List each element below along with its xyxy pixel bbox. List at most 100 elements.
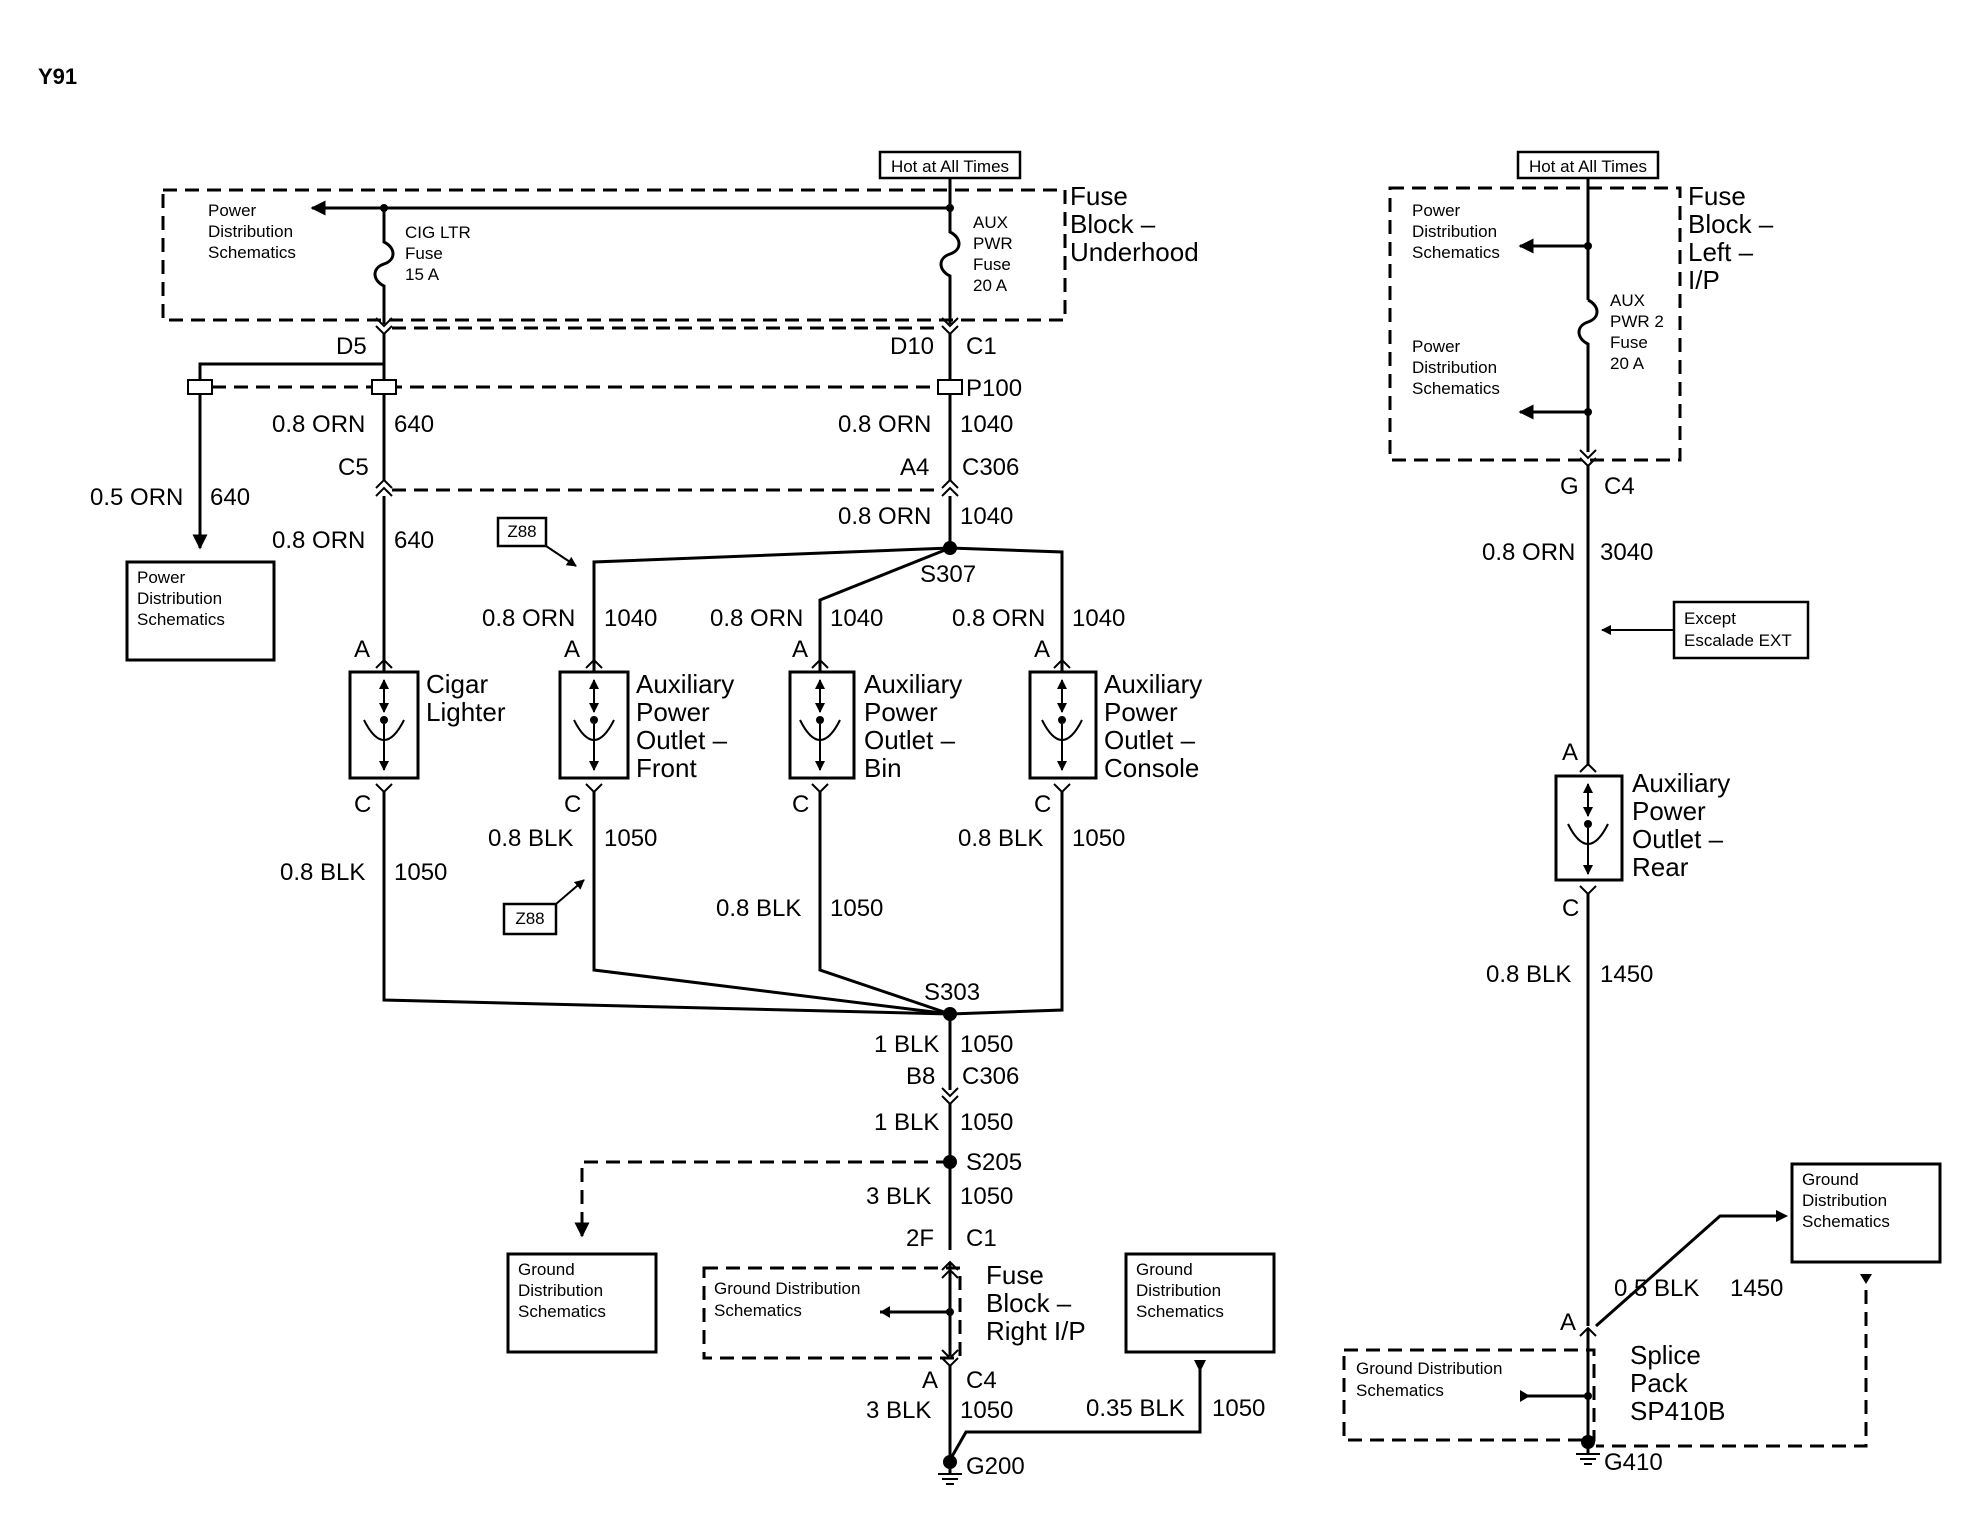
- splice-pack-stub-arrow: [1520, 1390, 1530, 1402]
- ground-far-right-dashed: [1596, 1290, 1868, 1448]
- connector-b8: [941, 1087, 959, 1106]
- wire-1050-console-circuit: 1050: [1072, 825, 1125, 852]
- wire-1040-circuit-1: 1040: [960, 411, 1013, 438]
- c1-label-top: C1: [966, 333, 997, 360]
- z88-label-top: Z88: [507, 522, 536, 541]
- wire-1blk-label-1: 1 BLK: [874, 1031, 939, 1058]
- g410-label: G410: [1604, 1449, 1663, 1476]
- cigar-lighter-device: [348, 658, 420, 794]
- wire-1050-bin: [818, 792, 951, 1016]
- fuse-block-underhood-box: [161, 188, 1067, 322]
- wire-640-circuit-2: 640: [394, 411, 434, 438]
- power-distribution-label-right-2: Power Distribution Schematics: [1412, 337, 1502, 398]
- b8-label: B8: [906, 1063, 935, 1090]
- c1-label-bottom: C1: [966, 1225, 997, 1252]
- pin-a-console: A: [1034, 636, 1050, 663]
- pin-g-label: G: [1560, 473, 1579, 500]
- pin-a-fuse-right: A: [922, 1367, 938, 1394]
- splice-pack-label: Splice Pack SP410B: [1630, 1340, 1725, 1426]
- wire-blk-bin-label: 0.8 BLK: [716, 895, 801, 922]
- pin-a-front: A: [564, 636, 580, 663]
- connector-g-c4: [1579, 449, 1597, 468]
- hot-at-all-times-tag-right: [1516, 150, 1660, 180]
- ground-distribution-inline-label-2: Ground Distribution Schematics: [1356, 1359, 1507, 1400]
- power-distribution-box-left-label: Power Distribution Schematics: [137, 568, 227, 629]
- cig-ltr-fuse-label: CIG LTR Fuse 15 A: [405, 223, 476, 284]
- wire-1050-main-circuit-2: 1050: [960, 1109, 1013, 1136]
- wire-1050-035blk: [948, 1360, 1202, 1461]
- wire-1040-front-circuit: 1040: [604, 605, 657, 632]
- wire-1050-front: [592, 792, 951, 1016]
- ground-symbol-g200: [938, 1473, 962, 1485]
- wire-1040-bin-circuit: 1040: [830, 605, 883, 632]
- connector-a4: [941, 478, 959, 497]
- pin-a-rear: A: [1562, 739, 1578, 766]
- ground-distribution-inline-label-1: Ground Distribution Schematics: [714, 1279, 865, 1320]
- wire-1040-console-circuit: 1040: [1072, 605, 1125, 632]
- ground-distribution-box-far-right-label: Ground Distribution Schematics: [1802, 1170, 1892, 1231]
- wire-orn-1040-label: 0.8 ORN: [838, 411, 931, 438]
- wire-1450-circuit: 1450: [1600, 961, 1653, 988]
- p100-connector-640: [371, 379, 397, 395]
- except-escalade-label: Except Escalade EXT: [1684, 609, 1792, 650]
- wire-3040-circuit: 3040: [1600, 539, 1653, 566]
- node-right-2: [1584, 408, 1592, 416]
- s205-label: S205: [966, 1149, 1022, 1176]
- ground-far-right-arrow: [1776, 1210, 1788, 1222]
- hot-at-all-times-label: Hot at All Times: [891, 157, 1009, 176]
- power-distribution-box-left: [125, 560, 276, 662]
- wire-1450-05blk: [1595, 1214, 1784, 1328]
- wire-1050-console: [949, 792, 1064, 1016]
- z88-label-bottom: Z88: [515, 909, 544, 928]
- a4-label: A4: [900, 454, 929, 481]
- wire-1450-05-circuit: 1450: [1730, 1275, 1783, 1302]
- wire-blk-1450-label: 0.8 BLK: [1486, 961, 1571, 988]
- ground-box-right-arrow: [1194, 1360, 1206, 1372]
- ground-distribution-box-far-right: [1790, 1162, 1942, 1264]
- c4-label-right: C4: [1604, 473, 1635, 500]
- z88-tag-bottom: [502, 902, 558, 936]
- d5-label: D5: [336, 333, 367, 360]
- pin-c-front: C: [564, 791, 581, 818]
- aux-front-label: Auxiliary Power Outlet – Front: [636, 669, 741, 783]
- s303-label: S303: [924, 979, 980, 1006]
- fuse-block-left-label: Fuse Block – Left – I/P: [1688, 181, 1781, 295]
- wire-orn-640-label-2: 0.8 ORN: [272, 527, 365, 554]
- wire-1040-console: [949, 546, 1064, 660]
- wire-1050-main-circuit-3: 1050: [960, 1183, 1013, 1210]
- aux-pwr-fuse: [939, 208, 961, 324]
- c5-label: C5: [338, 454, 369, 481]
- wire-1050-main-circuit-4: 1050: [960, 1397, 1013, 1424]
- wire-640-circuit-3: 640: [394, 527, 434, 554]
- d10-label: D10: [890, 333, 934, 360]
- fuse-block-right-label: Fuse Block – Right I/P: [986, 1260, 1086, 1346]
- ground-stub-arrow: [880, 1306, 890, 1318]
- s307-label: S307: [920, 561, 976, 588]
- c306-label-top: C306: [962, 454, 1019, 481]
- wire-3blk-label-1: 3 BLK: [866, 1183, 931, 1210]
- aux-outlet-rear-device: [1554, 762, 1624, 896]
- pin-a-bin: A: [792, 636, 808, 663]
- hot-at-all-times-label-right: Hot at All Times: [1529, 157, 1647, 176]
- wire-1040-circuit-2: 1040: [960, 503, 1013, 530]
- node-right-1: [1584, 242, 1592, 250]
- aux-pwr2-fuse-label: AUX PWR 2 Fuse 20 A: [1610, 291, 1669, 373]
- p100-label: P100: [966, 375, 1022, 402]
- ground-distribution-box-left: [506, 1252, 658, 1354]
- z88-pointer-top: [545, 545, 577, 567]
- pin-c-bin: C: [792, 791, 809, 818]
- pin-c-cigar: C: [354, 791, 371, 818]
- ground-distribution-box-right: [1124, 1252, 1276, 1354]
- aux-bin-label: Auxiliary Power Outlet – Bin: [864, 669, 969, 783]
- wire-3blk-label-2: 3 BLK: [866, 1397, 931, 1424]
- ground-symbol-g410: [1576, 1453, 1600, 1465]
- wire-1050-front-circuit: 1050: [604, 825, 657, 852]
- except-escalade-tag: [1672, 600, 1810, 660]
- power-distribution-label-top: Power Distribution Schematics: [208, 201, 298, 262]
- z88-pointer-bottom: [555, 879, 585, 905]
- aux-pwr2-fuse: [1577, 298, 1599, 452]
- pin-a-splice-pack: A: [1560, 1309, 1576, 1336]
- connector-c5: [375, 478, 393, 497]
